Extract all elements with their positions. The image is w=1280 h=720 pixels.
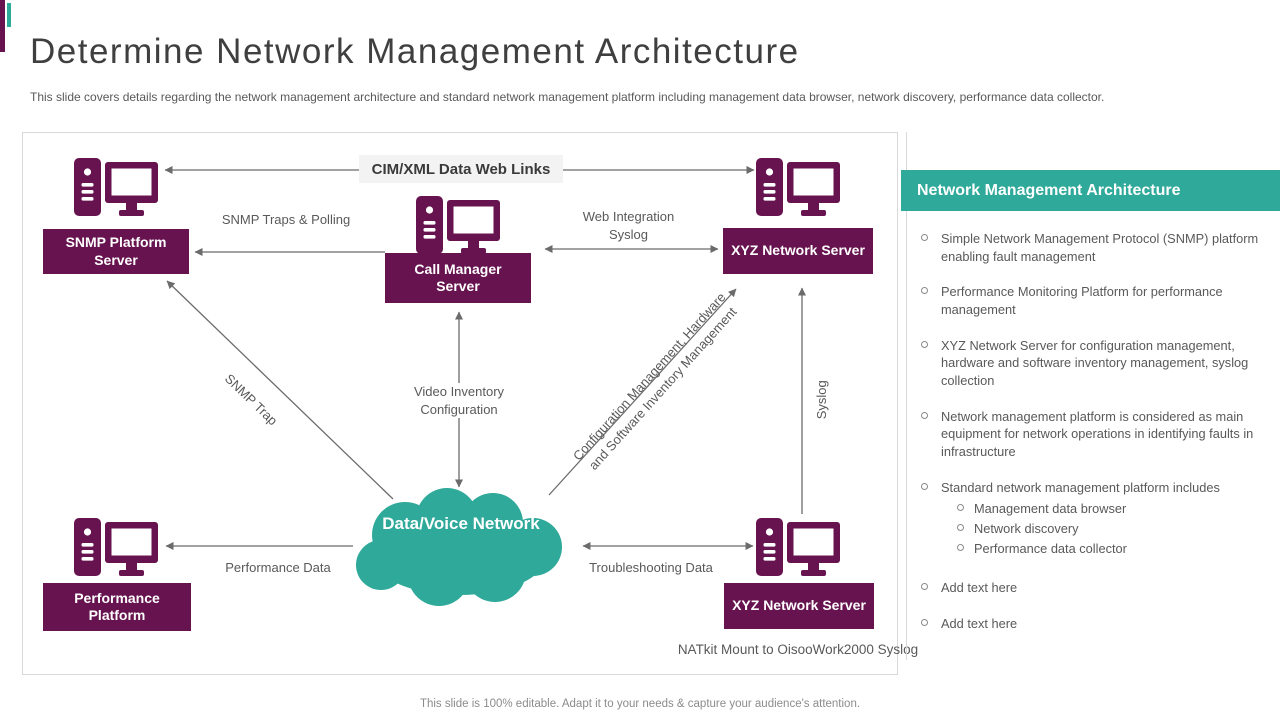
circle-bullet-icon (921, 411, 928, 419)
accent-bar-purple (0, 0, 5, 52)
network-diagram: Data/Voice Network SNMP Platform Server … (22, 132, 918, 675)
xyz-network-server-top-icon (756, 158, 840, 216)
panel-header: Network Management Architecture (901, 170, 1280, 211)
circle-bullet-icon (921, 583, 928, 591)
performance-platform-icon (74, 518, 158, 576)
accent-bar-teal (7, 3, 11, 27)
footer-note: This slide is 100% editable. Adapt it to… (419, 698, 861, 710)
circle-bullet-icon (957, 504, 964, 512)
data-voice-network-cloud: Data/Voice Network (343, 483, 579, 611)
circle-bullet-icon (921, 340, 928, 348)
slide-subtitle: This slide covers details regarding the … (30, 90, 1105, 104)
call-manager-server-icon (416, 196, 500, 254)
web-integration-syslog-label: Web Integration Syslog (582, 209, 675, 242)
snmp-platform-server-icon (74, 158, 158, 216)
bullet-text: Add text here (941, 580, 1018, 596)
troubleshooting-data-label: Troubleshooting Data (589, 560, 713, 575)
panel-divider (906, 132, 907, 660)
bullet-item: Add text here (920, 579, 1272, 597)
circle-bullet-icon (921, 287, 928, 295)
bullet-list: Simple Network Management Protocol (SNMP… (920, 230, 1272, 651)
cloud-label: Data/Voice Network (382, 514, 540, 533)
video-inventory-configuration-label: Video Inventory Configuration (384, 383, 534, 419)
syslog-label: Syslog (814, 380, 830, 420)
page-title: Determine Network Management Architectur… (30, 32, 800, 71)
snmp-platform-server-box: SNMP Platform Server (43, 229, 189, 274)
circle-bullet-icon (957, 543, 964, 551)
circle-bullet-icon (921, 234, 928, 241)
performance-data-label: Performance Data (225, 560, 331, 575)
call-manager-server-box: Call Manager Server (385, 253, 531, 303)
bullet-item: XYZ Network Server for configuration man… (920, 337, 1272, 390)
bullet-item: Add text here (920, 615, 1272, 633)
bullet-text: XYZ Network Server for configuration man… (941, 337, 1249, 388)
bullet-item: Performance Monitoring Platform for perf… (920, 283, 1272, 318)
natkit-caption: NATkit Mount to OisooWork2000 Syslog (677, 642, 919, 657)
bullet-text: Standard network management platform inc… (941, 479, 1220, 495)
xyz-network-server-top-box: XYZ Network Server (723, 228, 873, 274)
sub-bullet-item: Network discovery (941, 520, 1220, 538)
cim-xml-label: CIM/XML Data Web Links (359, 155, 563, 183)
xyz-network-server-bottom-icon (756, 518, 840, 576)
bullet-text: Network management platform is considere… (941, 408, 1254, 459)
bullet-text: Add text here (941, 615, 1018, 631)
bullet-item: Simple Network Management Protocol (SNMP… (920, 230, 1272, 265)
sub-bullet-item: Management data browser (941, 500, 1220, 518)
bullet-item: Standard network management platform inc… (920, 479, 1272, 560)
sub-bullet-list: Management data browser Network discover… (941, 500, 1220, 557)
circle-bullet-icon (921, 482, 928, 490)
snmp-traps-polling-label: SNMP Traps & Polling (221, 212, 351, 227)
circle-bullet-icon (921, 618, 928, 626)
sub-bullet-text: Management data browser (974, 501, 1127, 517)
bullet-text: Simple Network Management Protocol (SNMP… (941, 231, 1259, 264)
sub-bullet-item: Performance data collector (941, 540, 1220, 558)
xyz-network-server-bottom-box: XYZ Network Server (724, 583, 874, 629)
sub-bullet-text: Performance data collector (974, 540, 1127, 556)
bullet-item: Network management platform is considere… (920, 408, 1272, 461)
performance-platform-box: Performance Platform (43, 583, 191, 631)
sub-bullet-text: Network discovery (974, 520, 1079, 536)
circle-bullet-icon (957, 523, 964, 531)
bullet-text: Performance Monitoring Platform for perf… (941, 284, 1223, 317)
